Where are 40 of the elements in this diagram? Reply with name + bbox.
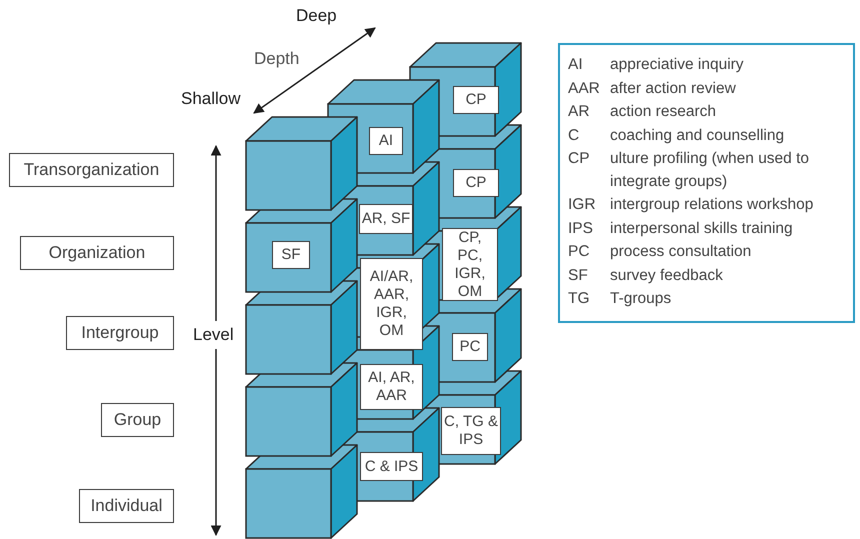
method-label: PC	[452, 333, 488, 361]
level-label: Individual	[79, 489, 174, 523]
method-label: C, TG & IPS	[441, 407, 501, 455]
abbreviation: PC	[568, 242, 591, 262]
level-label: Transorganization	[9, 153, 174, 187]
method-label: SF	[272, 241, 310, 269]
abbreviation-meaning: coaching and counselling	[610, 126, 786, 146]
abbreviation-meaning: after action review	[610, 78, 737, 98]
abbreviation-meaning: process consultation	[610, 242, 752, 262]
method-label: AR, SF	[359, 204, 413, 234]
abbreviation: AI	[568, 55, 584, 75]
abbreviation-meaning: ulture profiling (when used to integrate groups)	[610, 149, 810, 192]
level-label: Group	[101, 403, 174, 437]
level-label: Organization	[20, 236, 174, 270]
abbreviation: SF	[568, 266, 589, 286]
abbreviation-meaning: intergroup relations workshop	[610, 195, 814, 215]
abbreviation: TG	[568, 289, 591, 309]
axis-label: Shallow	[181, 89, 241, 109]
abbreviation: CP	[568, 149, 591, 169]
method-label: AI/AR, AAR, IGR, OM	[360, 258, 423, 350]
method-label: C & IPS	[360, 452, 423, 481]
method-label: CP	[453, 86, 499, 114]
abbreviation-meaning: survey feedback	[610, 266, 724, 286]
method-label: AI	[369, 127, 403, 155]
abbreviation-meaning: action research	[610, 102, 717, 122]
axis-label: Level	[193, 321, 234, 349]
abbreviation: C	[568, 126, 580, 146]
method-label: AI, AR, AAR	[360, 364, 423, 410]
method-label: CP, PC, IGR, OM	[442, 228, 498, 301]
axis-label: Depth	[254, 49, 300, 69]
method-label: CP	[453, 169, 499, 197]
abbreviation-meaning: T-groups	[610, 289, 672, 309]
abbreviation: AAR	[568, 78, 601, 98]
abbreviation: IGR	[568, 195, 597, 215]
level-label: Intergroup	[66, 316, 174, 350]
abbreviation: IPS	[568, 218, 594, 238]
abbreviation-meaning: appreciative inquiry	[610, 55, 745, 75]
abbreviation-meaning: interpersonal skills training	[610, 218, 794, 238]
abbreviation: AR	[568, 102, 591, 122]
axis-label: Deep	[296, 6, 337, 26]
